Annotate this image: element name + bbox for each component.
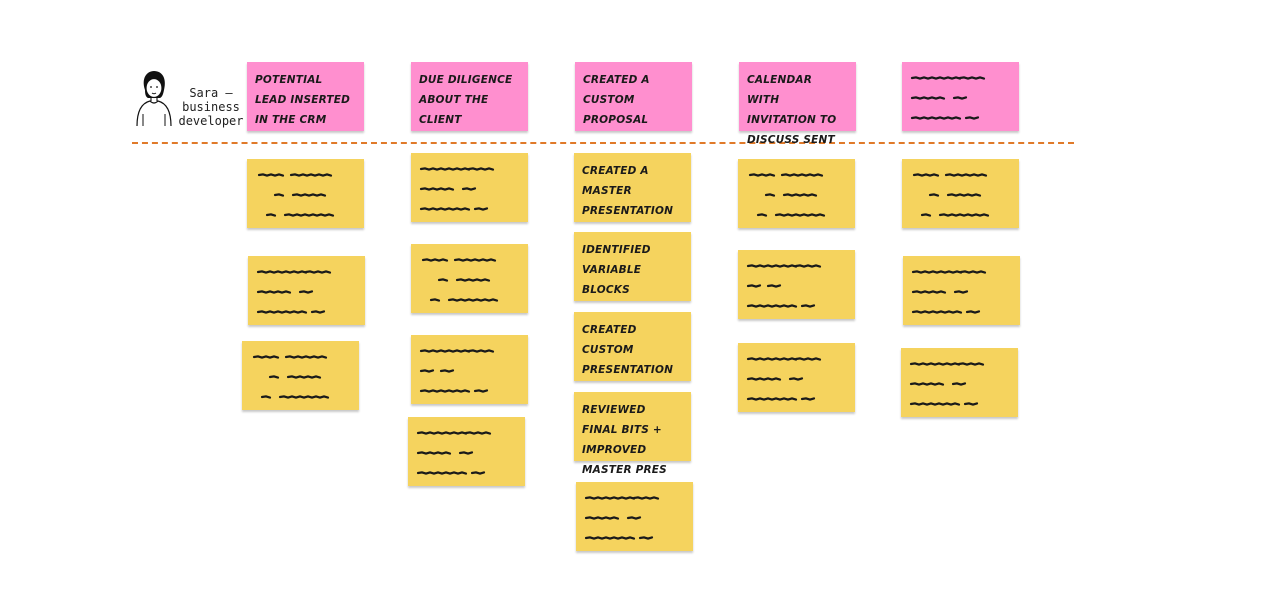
sticky-note-text: REVIEWED FINAL BITS + IMPROVED MASTER PR… bbox=[582, 404, 667, 476]
detail-sticky-note[interactable] bbox=[411, 335, 528, 404]
placeholder-scribbles bbox=[256, 270, 332, 314]
detail-sticky-note[interactable]: CREATED CUSTOM PRESENTATION bbox=[574, 312, 691, 381]
detail-sticky-note[interactable] bbox=[738, 159, 855, 228]
placeholder-scribbles bbox=[746, 357, 822, 401]
placeholder-scribbles bbox=[748, 173, 826, 217]
placeholder-scribbles bbox=[746, 264, 822, 308]
detail-sticky-note[interactable]: REVIEWED FINAL BITS + IMPROVED MASTER PR… bbox=[574, 392, 691, 476]
sticky-note-text: POTENTIAL LEAD INSERTED IN THE CRM bbox=[255, 74, 351, 126]
step-sticky-note[interactable]: CREATED A CUSTOM PROPOSAL bbox=[575, 62, 692, 131]
detail-sticky-note[interactable] bbox=[411, 153, 528, 222]
sticky-note-text: CREATED CUSTOM PRESENTATION bbox=[582, 324, 674, 376]
step-sticky-note[interactable]: CALENDAR WITH INVITATION TO DISCUSS SENT bbox=[739, 62, 856, 146]
detail-sticky-note[interactable] bbox=[738, 343, 855, 412]
detail-sticky-note[interactable]: IDENTIFIED VARIABLE BLOCKS bbox=[574, 232, 691, 301]
detail-sticky-note[interactable] bbox=[411, 244, 528, 313]
step-sticky-note[interactable]: POTENTIAL LEAD INSERTED IN THE CRM bbox=[247, 62, 364, 131]
placeholder-scribbles bbox=[909, 362, 985, 406]
placeholder-scribbles bbox=[421, 258, 499, 302]
detail-sticky-note[interactable] bbox=[902, 159, 1019, 228]
placeholder-scribbles bbox=[910, 76, 986, 120]
placeholder-scribbles bbox=[416, 431, 492, 475]
step-sticky-note[interactable] bbox=[902, 62, 1019, 131]
step-sticky-note[interactable]: DUE DILIGENCE ABOUT THE CLIENT bbox=[411, 62, 528, 131]
sticky-note-text: CREATED A CUSTOM PROPOSAL bbox=[583, 74, 650, 126]
detail-sticky-note[interactable] bbox=[247, 159, 364, 228]
detail-sticky-note[interactable] bbox=[903, 256, 1020, 325]
detail-sticky-note[interactable] bbox=[738, 250, 855, 319]
sticky-note-text: CALENDAR WITH INVITATION TO DISCUSS SENT bbox=[747, 74, 837, 146]
placeholder-scribbles bbox=[419, 349, 495, 393]
detail-sticky-note[interactable] bbox=[901, 348, 1018, 417]
placeholder-scribbles bbox=[911, 270, 987, 314]
persona-name: Sara – business developer bbox=[178, 86, 244, 128]
detail-sticky-note[interactable] bbox=[408, 417, 525, 486]
placeholder-scribbles bbox=[257, 173, 335, 217]
sticky-note-text: IDENTIFIED VARIABLE BLOCKS bbox=[582, 244, 651, 296]
detail-sticky-note[interactable] bbox=[242, 341, 359, 410]
placeholder-scribbles bbox=[419, 167, 495, 211]
detail-sticky-note[interactable] bbox=[248, 256, 365, 325]
persona-divider bbox=[132, 142, 1074, 144]
placeholder-scribbles bbox=[912, 173, 990, 217]
placeholder-scribbles bbox=[252, 355, 330, 399]
detail-sticky-note[interactable]: CREATED A MASTER PRESENTATION bbox=[574, 153, 691, 222]
sticky-note-text: DUE DILIGENCE ABOUT THE CLIENT bbox=[419, 74, 513, 126]
persona: Sara – business developer bbox=[133, 68, 248, 132]
placeholder-scribbles bbox=[584, 496, 660, 540]
person-avatar-icon bbox=[136, 71, 172, 127]
sticky-note-text: CREATED A MASTER PRESENTATION bbox=[582, 165, 674, 217]
detail-sticky-note[interactable] bbox=[576, 482, 693, 551]
